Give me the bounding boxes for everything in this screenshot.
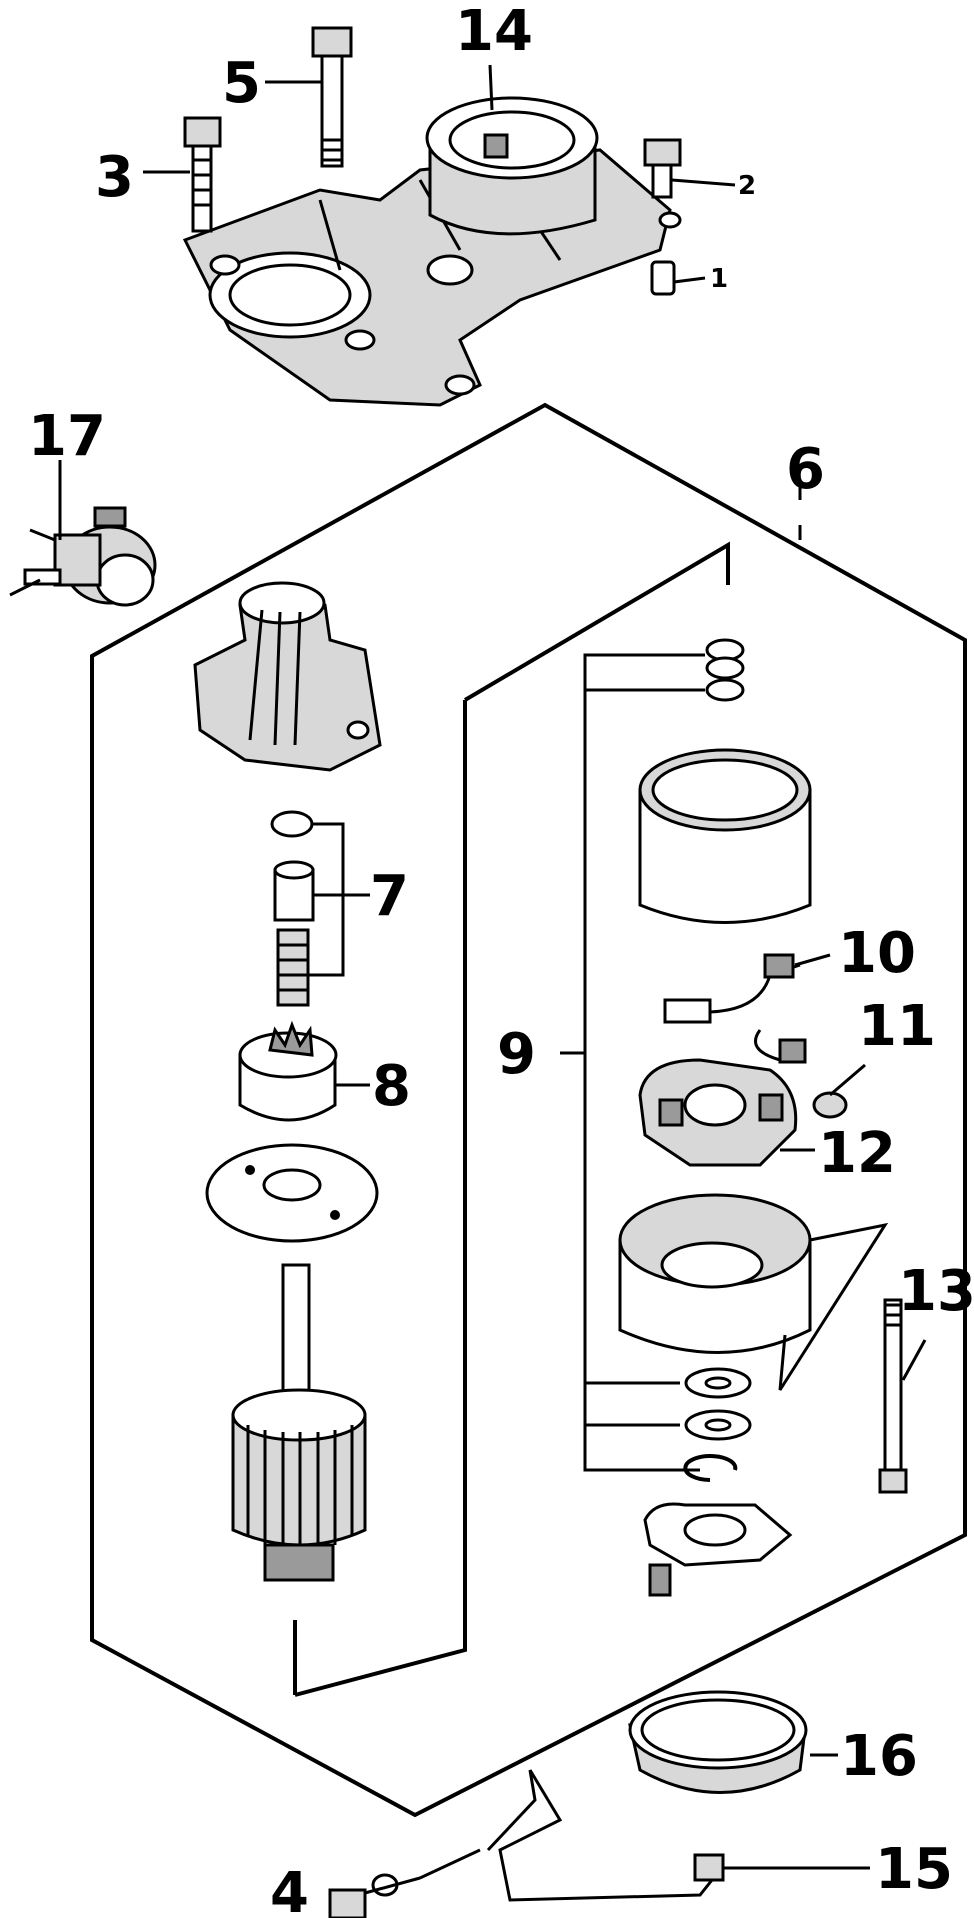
bolt-2	[643, 138, 682, 199]
strap-15	[486, 1769, 725, 1902]
collar-ring	[425, 96, 599, 236]
pin-1	[650, 260, 676, 296]
bolt-3	[183, 116, 222, 233]
thrust-washer	[684, 1367, 752, 1399]
callout-9-bracket	[560, 653, 705, 1472]
callout-label-15: 15	[875, 1837, 953, 1902]
callout-label-11: 11	[858, 994, 936, 1059]
kit-6-outline	[90, 402, 967, 1818]
through-bolt	[878, 1298, 908, 1494]
callout-label-8: 8	[372, 1054, 411, 1119]
callout-label-6: 6	[786, 437, 825, 502]
callout-label-3: 3	[95, 145, 134, 210]
drive-housing	[193, 581, 382, 772]
callout-label-9: 9	[497, 1022, 536, 1087]
bolt-4	[328, 1873, 399, 1918]
solenoid-switch	[9, 506, 157, 607]
pinion-clip	[270, 810, 314, 838]
callout-label-17: 17	[28, 404, 106, 469]
callout-7-bracket	[308, 822, 370, 977]
callout-label-4: 4	[270, 1861, 309, 1918]
rear-cover	[618, 1193, 889, 1391]
brush-spring	[812, 1091, 848, 1119]
callout-label-2: 2	[738, 171, 756, 201]
yoke-field	[638, 748, 812, 924]
callout-label-14: 14	[455, 0, 533, 64]
washer-set-top	[705, 638, 745, 702]
callout-label-16: 16	[840, 1724, 918, 1789]
callout-label-7: 7	[370, 864, 409, 929]
armature	[231, 1263, 367, 1582]
kit-9-outline	[463, 541, 730, 702]
plain-washer	[684, 1409, 752, 1441]
drive-gear	[238, 1020, 338, 1122]
callout-label-10: 10	[838, 921, 916, 986]
bolt-5	[311, 26, 353, 168]
band-16	[628, 1690, 808, 1794]
end-plate	[205, 1143, 379, 1243]
callout-label-5: 5	[222, 51, 261, 116]
brush-holder	[638, 1058, 798, 1167]
leader-lines	[58, 64, 927, 1895]
callout-label-13: 13	[898, 1259, 974, 1324]
bearing-cap	[643, 1502, 793, 1597]
pinion-collar	[273, 860, 315, 922]
brush-lead	[663, 953, 807, 1064]
e-clip	[683, 1454, 738, 1482]
pinion-spring	[276, 928, 310, 1007]
callout-label-1: 1	[710, 264, 728, 294]
callout-label-12: 12	[818, 1121, 896, 1186]
